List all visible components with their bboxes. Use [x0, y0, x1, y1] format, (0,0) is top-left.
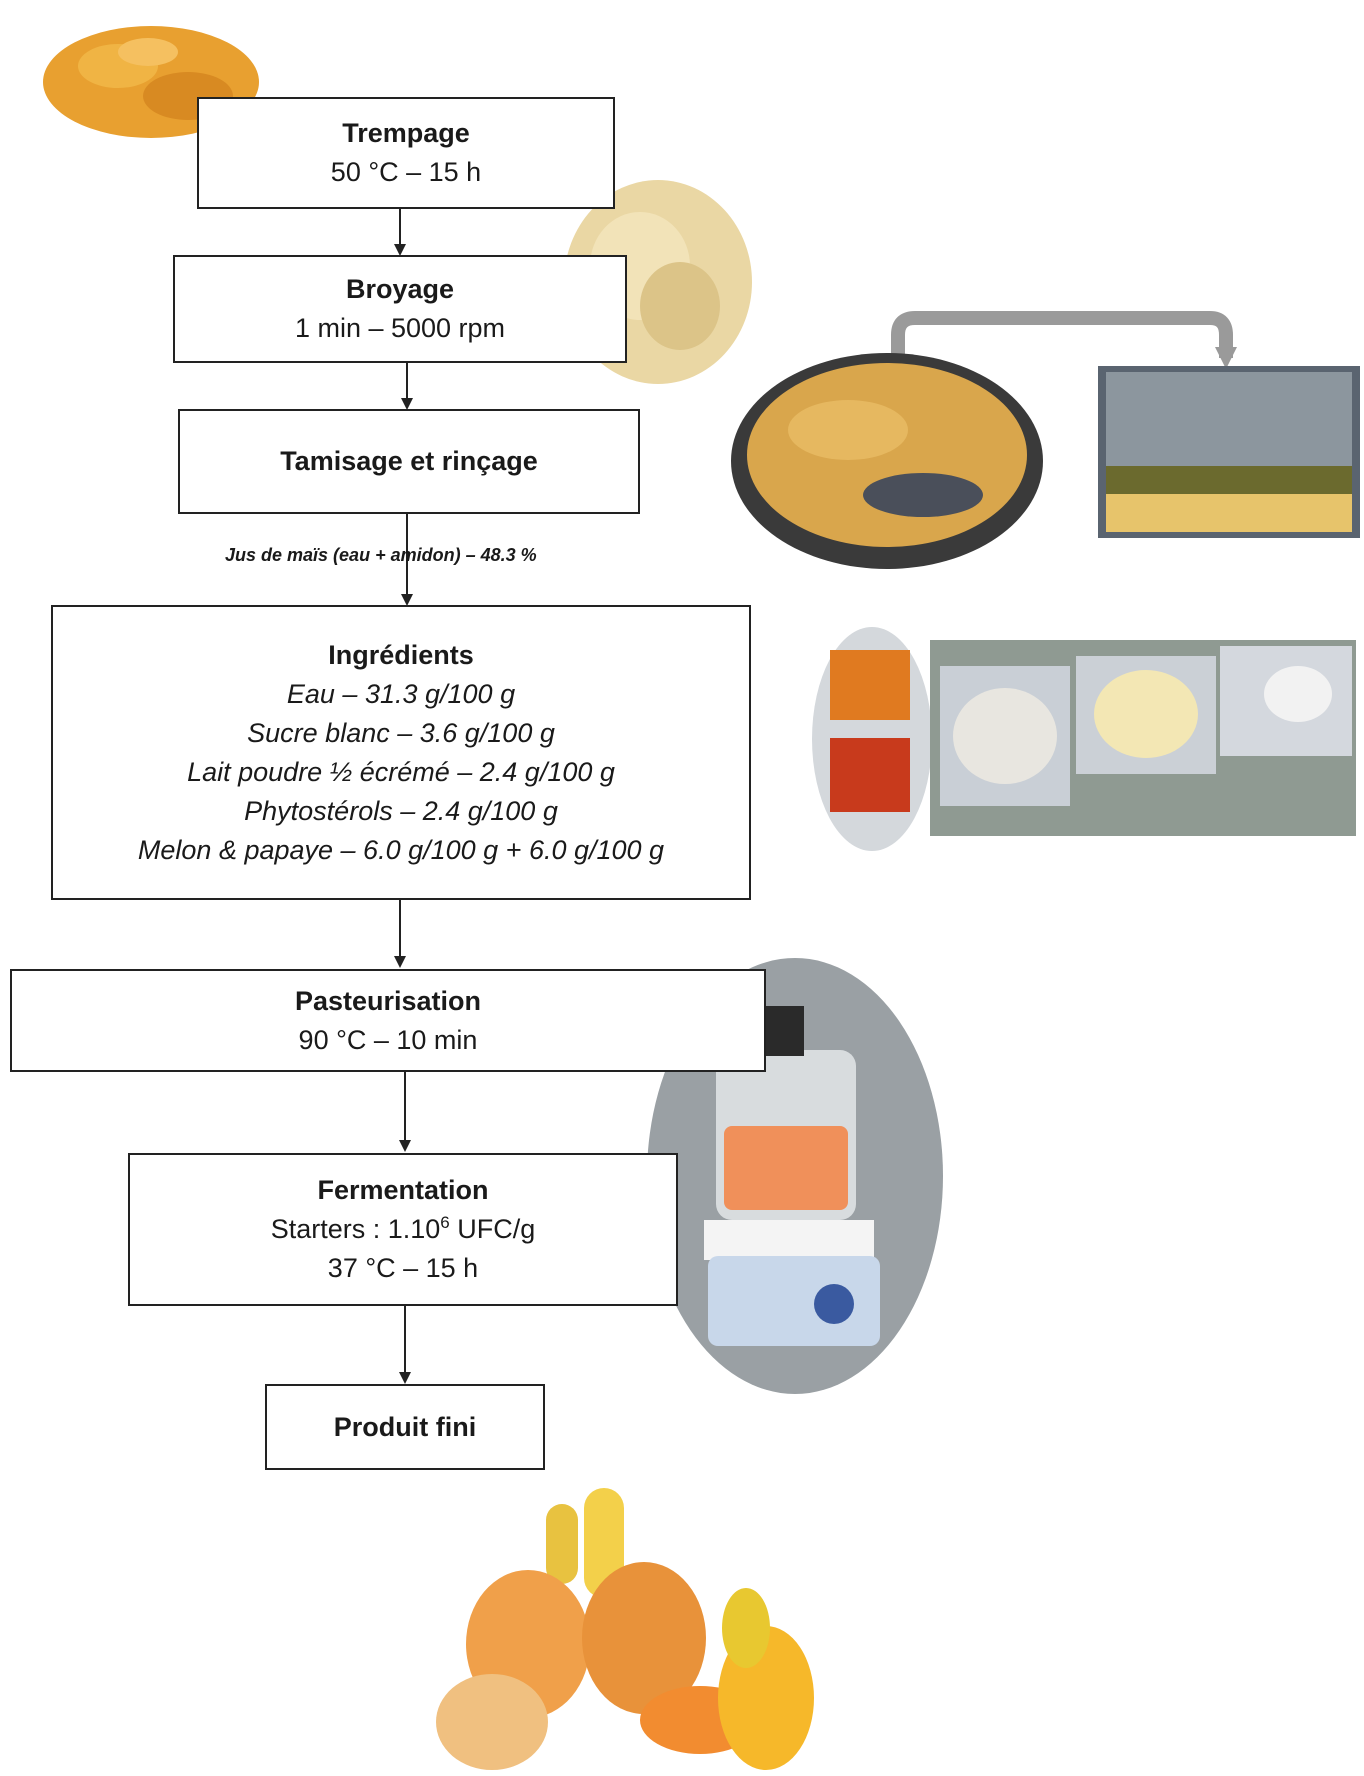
- step-broyage: Broyage 1 min – 5000 rpm: [173, 255, 627, 363]
- step-title: Tamisage et rinçage: [280, 446, 538, 476]
- step-fermentation: Fermentation Starters : 1.106 UFC/g 37 °…: [128, 1153, 678, 1306]
- step-detail: 37 °C – 15 h: [327, 1253, 479, 1283]
- ingredient-item: Eau – 31.3 g/100 g: [286, 678, 516, 709]
- starters-prefix: Starters : 1.10: [270, 1214, 441, 1244]
- ingredients-photo: [812, 627, 1356, 851]
- ingredient-item: Phytostérols – 2.4 g/100 g: [244, 795, 558, 826]
- step-title: Produit fini: [333, 1411, 477, 1442]
- transfer-arrow: [891, 311, 1237, 372]
- step-ingredients: Ingrédients Eau – 31.3 g/100 g Sucre bla…: [51, 605, 751, 900]
- jus-note: Jus de maïs (eau + amidon) – 48.3 %: [225, 545, 537, 565]
- step-title: Ingrédients: [328, 639, 474, 670]
- sieve-photo: [731, 353, 1043, 569]
- step-title: Broyage: [345, 274, 455, 304]
- step-title: Fermentation: [317, 1175, 489, 1205]
- ingredient-item: Lait poudre ½ écrémé – 2.4 g/100 g: [187, 756, 615, 787]
- final-product-photo: [436, 1488, 814, 1770]
- step-detail: 50 °C – 15 h: [330, 157, 482, 187]
- step-detail: 90 °C – 10 min: [298, 1024, 478, 1055]
- step-trempage: Trempage 50 °C – 15 h: [197, 97, 615, 209]
- step-title: Trempage: [342, 118, 470, 148]
- starters-suffix: UFC/g: [449, 1214, 536, 1244]
- step-pasteurisation: Pasteurisation 90 °C – 10 min: [10, 969, 766, 1072]
- starters-exponent: 6: [440, 1213, 450, 1232]
- step-detail: 1 min – 5000 rpm: [294, 313, 506, 343]
- step-title: Pasteurisation: [294, 985, 482, 1016]
- ingredient-item: Melon & papaye – 6.0 g/100 g + 6.0 g/100…: [137, 834, 665, 865]
- beaker-photo: [1098, 366, 1360, 538]
- step-tamisage: Tamisage et rinçage: [178, 409, 640, 514]
- starters-line: Starters : 1.106 UFC/g: [271, 1210, 536, 1249]
- step-produit-fini: Produit fini: [265, 1384, 545, 1470]
- ingredient-item: Sucre blanc – 3.6 g/100 g: [247, 717, 555, 748]
